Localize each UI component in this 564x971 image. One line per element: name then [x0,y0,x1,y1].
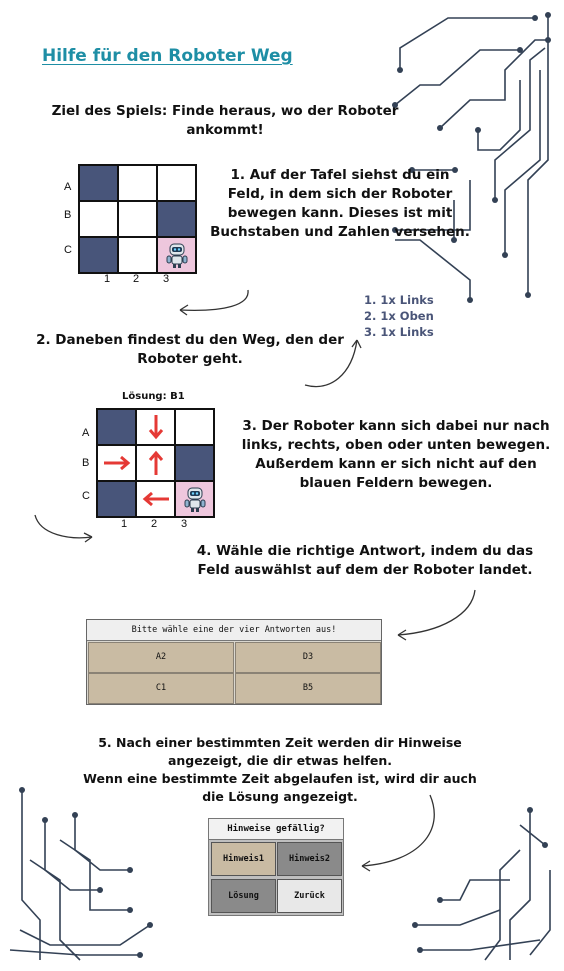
solution-button[interactable]: Lösung [211,879,276,913]
cell-a2 [137,410,174,444]
arrow-right-icon [103,455,130,471]
step-5-line-1: 5. Nach einer bestimmten Zeit werden dir… [98,735,462,768]
step-4-text: 4. Wähle die richtige Antwort, indem du … [196,543,534,578]
arrow-left-icon [142,491,169,507]
step-1-text: 1. Auf der Tafel siehst du ein Feld, in … [210,167,470,240]
cell-c3 [176,482,213,516]
cell-a3 [176,410,213,444]
col-label-2: 2 [151,518,158,530]
command-item: 2. 1x Oben [364,309,434,323]
game-goal-text: Ziel des Spiels: Finde heraus, wo der Ro… [51,103,399,138]
step-5-line-2: Wenn eine bestimmte Zeit abgelaufen ist,… [83,771,477,804]
answer-panel-header: Bitte wähle eine der vier Antworten aus! [87,620,381,641]
hint1-button[interactable]: Hinweis1 [211,842,276,876]
row-label-c: C [82,490,90,502]
cell-a2 [119,166,156,200]
solution-label: Lösung: B1 [122,391,185,402]
cell-a3 [158,166,195,200]
col-label-3: 3 [163,273,170,285]
cell-a1 [80,166,117,200]
col-label-3: 3 [181,518,188,530]
answer-panel: Bitte wähle eine der vier Antworten aus!… [86,619,382,705]
row-label-b: B [82,457,90,469]
board-grid [78,164,197,274]
row-label-b: B [64,209,72,221]
answer-button-c1[interactable]: C1 [88,673,234,704]
cell-b3 [158,202,195,236]
step-2-text: 2. Daneben findest du den Weg, den der R… [36,332,344,367]
hint-panel: Hinweise gefällig? Hinweis1 Hinweis2 Lös… [208,818,344,916]
row-label-a: A [64,181,72,193]
hint-panel-header: Hinweise gefällig? [209,819,343,840]
hint2-button[interactable]: Hinweis2 [277,842,342,876]
command-list: 1. 1x Links 2. 1x Oben 3. 1x Links [364,292,434,340]
cell-c3 [158,238,195,272]
answer-button-d3[interactable]: D3 [235,642,381,673]
step-3-text: 3. Der Roboter kann sich dabei nur nach … [241,418,551,491]
command-item: 1. 1x Links [364,293,434,307]
col-label-1: 1 [121,518,128,530]
row-label-a: A [82,427,90,439]
cell-c1 [98,482,135,516]
answer-button-a2[interactable]: A2 [88,642,234,673]
cell-a1 [98,410,135,444]
solution-grid [96,408,215,518]
back-button[interactable]: Zurück [277,879,342,913]
arrow-up-icon [148,450,163,475]
cell-b2 [119,202,156,236]
col-label-2: 2 [133,273,140,285]
arrow-down-icon [148,415,163,440]
cell-b3 [176,446,213,480]
answer-button-b5[interactable]: B5 [235,673,381,704]
command-item: 3. 1x Links [364,325,434,339]
cell-b1 [80,202,117,236]
robot-icon [166,243,187,268]
row-label-c: C [64,244,72,256]
cell-c2 [119,238,156,272]
cell-c2 [137,482,174,516]
cell-b2 [137,446,174,480]
cell-b1 [98,446,135,480]
page-title: Hilfe für den Roboter Weg [42,46,293,66]
step-5-text: 5. Nach einer bestimmten Zeit werden dir… [80,734,480,806]
robot-icon [184,487,205,512]
col-label-1: 1 [104,273,111,285]
cell-c1 [80,238,117,272]
